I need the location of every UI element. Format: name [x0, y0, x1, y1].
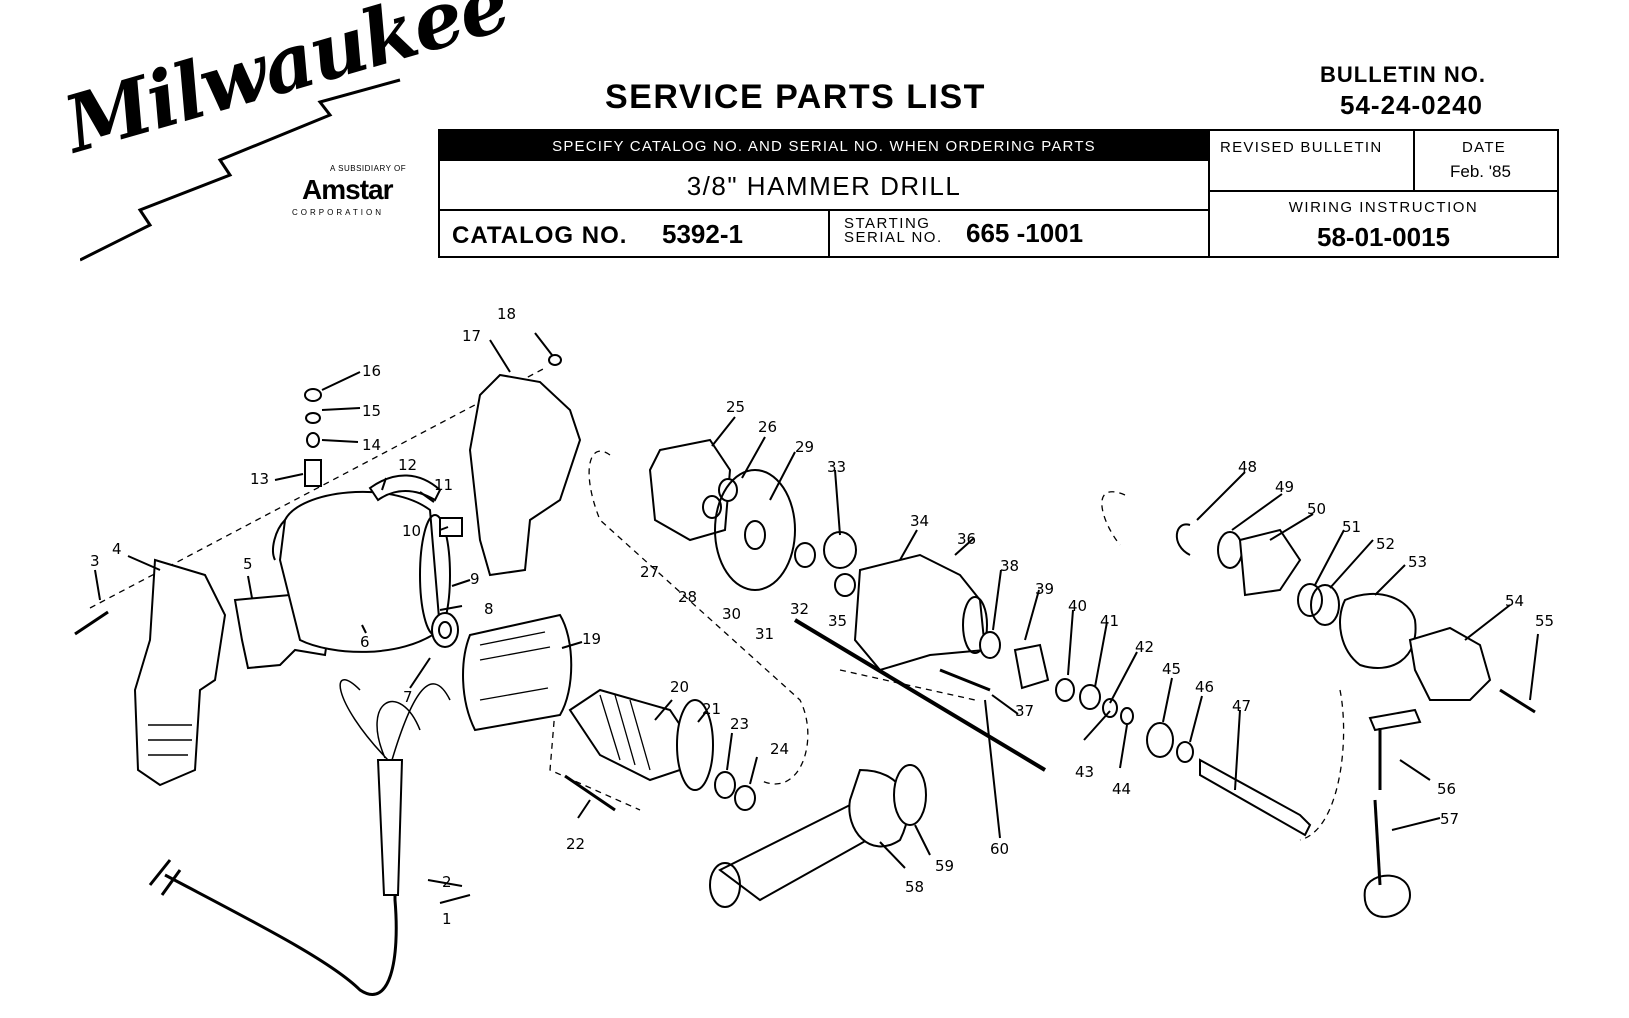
callout-50: 50 [1307, 500, 1327, 518]
callout-41: 41 [1100, 612, 1120, 630]
divider [828, 209, 830, 258]
callout-8: 8 [484, 600, 494, 618]
callout-56: 56 [1437, 780, 1457, 798]
lightning-bolt-icon [80, 78, 401, 262]
callout-48: 48 [1238, 458, 1258, 476]
callout-10: 10 [402, 522, 422, 540]
catalog-number: 5392-1 [662, 219, 743, 249]
callout-35: 35 [828, 612, 848, 630]
callout-28: 28 [678, 588, 698, 606]
callout-57: 57 [1440, 810, 1460, 828]
callout-20: 20 [670, 678, 690, 696]
callout-31: 31 [755, 625, 775, 643]
callout-11: 11 [434, 476, 454, 494]
callout-30: 30 [722, 605, 742, 623]
callout-42: 42 [1135, 638, 1155, 656]
wiring-instruction-label: WIRING INSTRUCTION [1288, 199, 1479, 216]
callout-26: 26 [758, 418, 778, 436]
ordering-note-bar: SPECIFY CATALOG NO. AND SERIAL NO. WHEN … [440, 131, 1208, 161]
callout-7: 7 [403, 688, 413, 706]
callout-39: 39 [1035, 580, 1055, 598]
starting-serial-number: 665 -1001 [966, 218, 1084, 248]
divider [1208, 190, 1559, 192]
callout-40: 40 [1068, 597, 1088, 615]
divider [438, 209, 1210, 211]
callout-27: 27 [640, 563, 660, 581]
bulletin-number: 54-24-0240 [1340, 90, 1483, 120]
callout-13: 13 [250, 470, 270, 488]
callout-14: 14 [362, 436, 382, 454]
callout-9: 9 [470, 570, 480, 588]
callout-58: 58 [905, 878, 925, 896]
callout-45: 45 [1162, 660, 1182, 678]
callout-38: 38 [1000, 557, 1020, 575]
callout-29: 29 [795, 438, 815, 456]
starting-serial-label: STARTING SERIAL NO. [844, 215, 943, 246]
callout-37: 37 [1015, 702, 1035, 720]
callout-23: 23 [730, 715, 750, 733]
callout-12: 12 [398, 456, 418, 474]
amstar-logo: Amstar [302, 174, 393, 205]
subsidiary-text: A SUBSIDIARY OF [330, 164, 407, 173]
callout-55: 55 [1535, 612, 1555, 630]
callout-52: 52 [1376, 535, 1396, 553]
callout-34: 34 [910, 512, 930, 530]
callout-51: 51 [1342, 518, 1362, 536]
callout-3: 3 [90, 552, 100, 570]
date-label: DATE [1462, 139, 1507, 156]
callout-36: 36 [957, 530, 977, 548]
bulletin-info-box [1208, 129, 1559, 258]
date-value: Feb. '85 [1450, 162, 1511, 181]
catalog-label: CATALOG NO. [452, 222, 628, 249]
callout-4: 4 [112, 540, 122, 558]
ordering-note: SPECIFY CATALOG NO. AND SERIAL NO. WHEN … [552, 137, 1096, 155]
callout-60: 60 [990, 840, 1010, 858]
callout-22: 22 [566, 835, 586, 853]
callout-25: 25 [726, 398, 746, 416]
callout-43: 43 [1075, 763, 1095, 781]
callout-15: 15 [362, 402, 382, 420]
revised-bulletin-label: REVISED BULLETIN [1220, 139, 1383, 156]
divider [1413, 129, 1415, 191]
callout-24: 24 [770, 740, 790, 758]
callout-6: 6 [360, 633, 370, 651]
callout-54: 54 [1505, 592, 1525, 610]
callout-1: 1 [442, 910, 452, 928]
callout-18: 18 [497, 305, 517, 323]
callout-49: 49 [1275, 478, 1295, 496]
corporation-text: CORPORATION [292, 208, 384, 217]
page-title: SERVICE PARTS LIST [605, 78, 986, 116]
product-name: 3/8" HAMMER DRILL [686, 170, 962, 201]
callout-2: 2 [442, 873, 452, 891]
callout-19: 19 [582, 630, 602, 648]
callout-46: 46 [1195, 678, 1215, 696]
callout-47: 47 [1232, 697, 1252, 715]
callout-16: 16 [362, 362, 382, 380]
milwaukee-logo: Milwaukee A SUBSIDIARY OF Amstar CORPORA… [55, 0, 518, 270]
wiring-instruction-number: 58-01-0015 [1317, 222, 1450, 252]
callout-44: 44 [1112, 780, 1132, 798]
callout-53: 53 [1408, 553, 1428, 571]
callout-59: 59 [935, 857, 955, 875]
callout-17: 17 [462, 327, 482, 345]
callout-33: 33 [827, 458, 847, 476]
bulletin-label: BULLETIN NO. [1320, 62, 1486, 87]
callout-5: 5 [243, 555, 253, 573]
callout-21: 21 [702, 700, 722, 718]
callout-32: 32 [790, 600, 810, 618]
